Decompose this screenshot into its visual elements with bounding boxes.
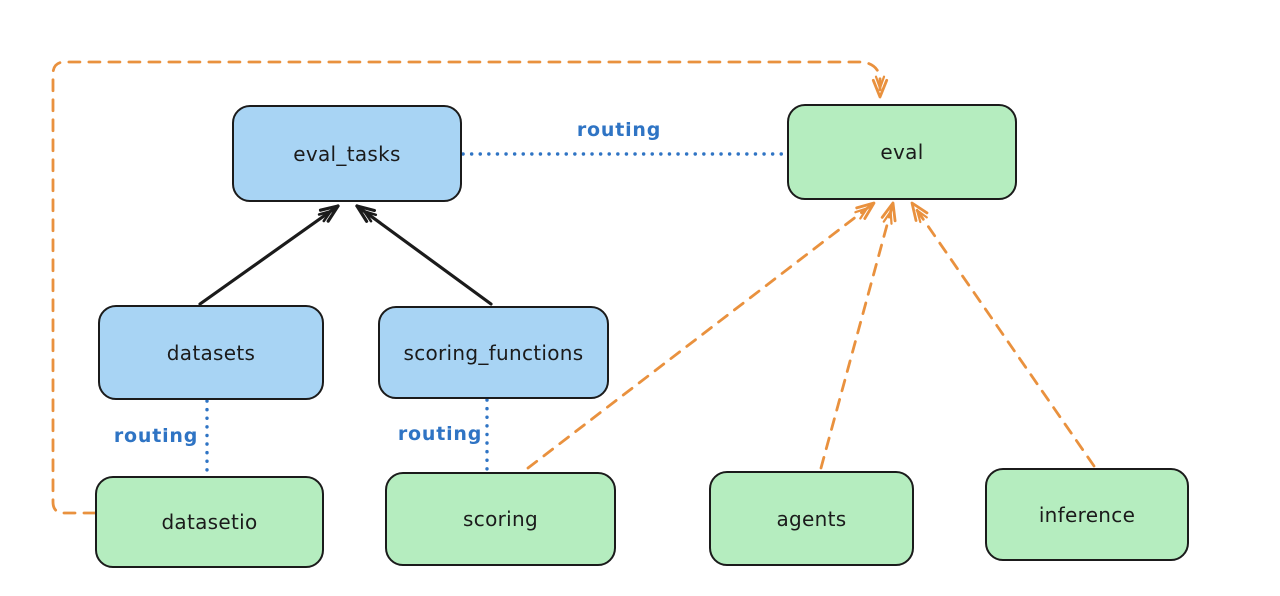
node-label-datasets: datasets (166, 340, 256, 365)
routing-label-scoring-functions-scoring: routing (397, 423, 483, 445)
node-eval: eval (787, 104, 1017, 200)
node-label-eval: eval (880, 140, 924, 164)
datasetio-to-eval-loop-arrowhead (871, 78, 889, 99)
scoring-functions-to-eval-tasks-arrowhead-inner (362, 210, 378, 223)
node-scoring_functions: scoring_functions (378, 306, 609, 399)
agents-to-eval-arrowhead-inner (882, 210, 893, 225)
node-label-agents: agents (776, 506, 847, 531)
agents-to-eval-arrowhead (880, 201, 897, 223)
node-label-eval_tasks: eval_tasks (293, 141, 401, 166)
datasetio-to-eval-loop-arrowhead-inner (874, 75, 886, 90)
scoring-functions-to-eval-tasks-arrowhead (355, 204, 376, 223)
inference-to-eval-arrowhead (910, 201, 929, 222)
agents-to-eval-edge (819, 201, 895, 470)
routing-label-eval-tasks-eval: routing (576, 119, 662, 141)
node-label-scoring_functions: scoring_functions (403, 340, 584, 365)
scoring-to-eval-arrowhead (855, 201, 876, 220)
node-label-datasetio: datasetio (161, 510, 258, 534)
datasets-to-eval-tasks-edge (198, 204, 340, 306)
node-label-scoring: scoring (463, 507, 538, 531)
node-datasets: datasets (98, 305, 324, 400)
node-eval_tasks: eval_tasks (232, 105, 462, 202)
inference-to-eval-edge (910, 201, 1096, 468)
node-label-inference: inference (1038, 502, 1136, 527)
scoring-to-eval-arrowhead-inner (854, 207, 868, 220)
scoring-to-eval-edge (526, 201, 876, 470)
datasets-to-eval-tasks-arrowhead (318, 204, 340, 223)
node-scoring: scoring (385, 472, 616, 566)
node-datasetio: datasetio (95, 476, 324, 568)
node-agents: agents (709, 471, 914, 566)
routing-label-datasets-datasetio: routing (113, 425, 199, 447)
datasetio-to-eval-loop-edge (51, 60, 882, 515)
datasets-to-eval-tasks-arrowhead-inner (317, 209, 332, 223)
scoring-functions-to-eval-tasks-edge (355, 204, 493, 306)
node-inference: inference (985, 468, 1189, 561)
inference-to-eval-arrowhead-inner (916, 209, 928, 224)
